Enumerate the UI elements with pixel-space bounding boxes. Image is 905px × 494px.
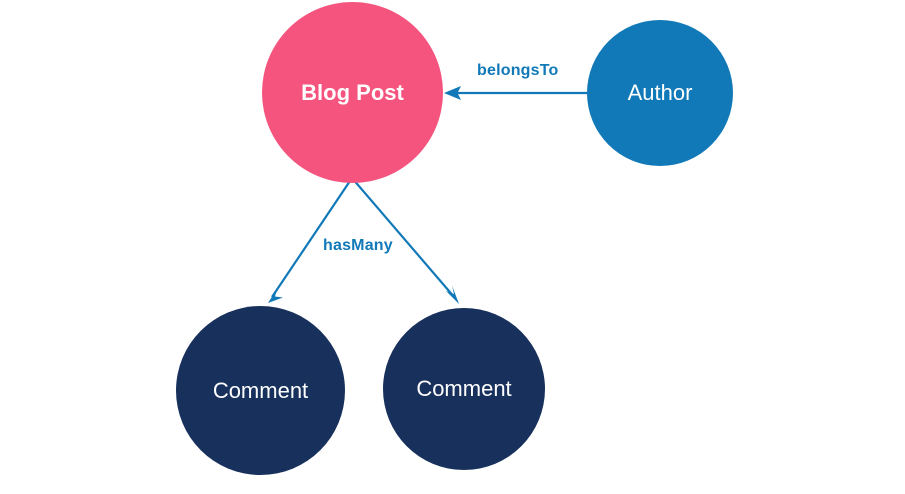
edge-label-belongs-to: belongsTo — [477, 62, 559, 79]
edge-has-many-right-arrowhead — [446, 285, 459, 304]
node-blog-post-label: Blog Post — [301, 79, 404, 105]
edge-belongs-to[interactable] — [444, 86, 589, 100]
node-blog-post[interactable]: Blog Post — [262, 2, 443, 183]
node-comment-left-label: Comment — [212, 377, 309, 403]
node-author[interactable]: Author — [587, 20, 733, 166]
edge-has-many-right[interactable] — [351, 177, 459, 304]
edge-has-many-left[interactable] — [268, 177, 353, 303]
edge-belongs-to-arrowhead — [444, 86, 461, 100]
node-comment-right[interactable]: Comment — [383, 308, 545, 470]
node-comment-right-label: Comment — [416, 376, 512, 401]
node-comment-left[interactable]: Comment — [176, 306, 345, 475]
edge-has-many-left-arrowhead — [268, 288, 283, 303]
edge-has-many-left-line — [271, 177, 353, 298]
node-author-label: Author — [627, 80, 693, 105]
edge-has-many-right-line — [351, 177, 456, 299]
edge-label-has-many: hasMany — [323, 237, 393, 254]
